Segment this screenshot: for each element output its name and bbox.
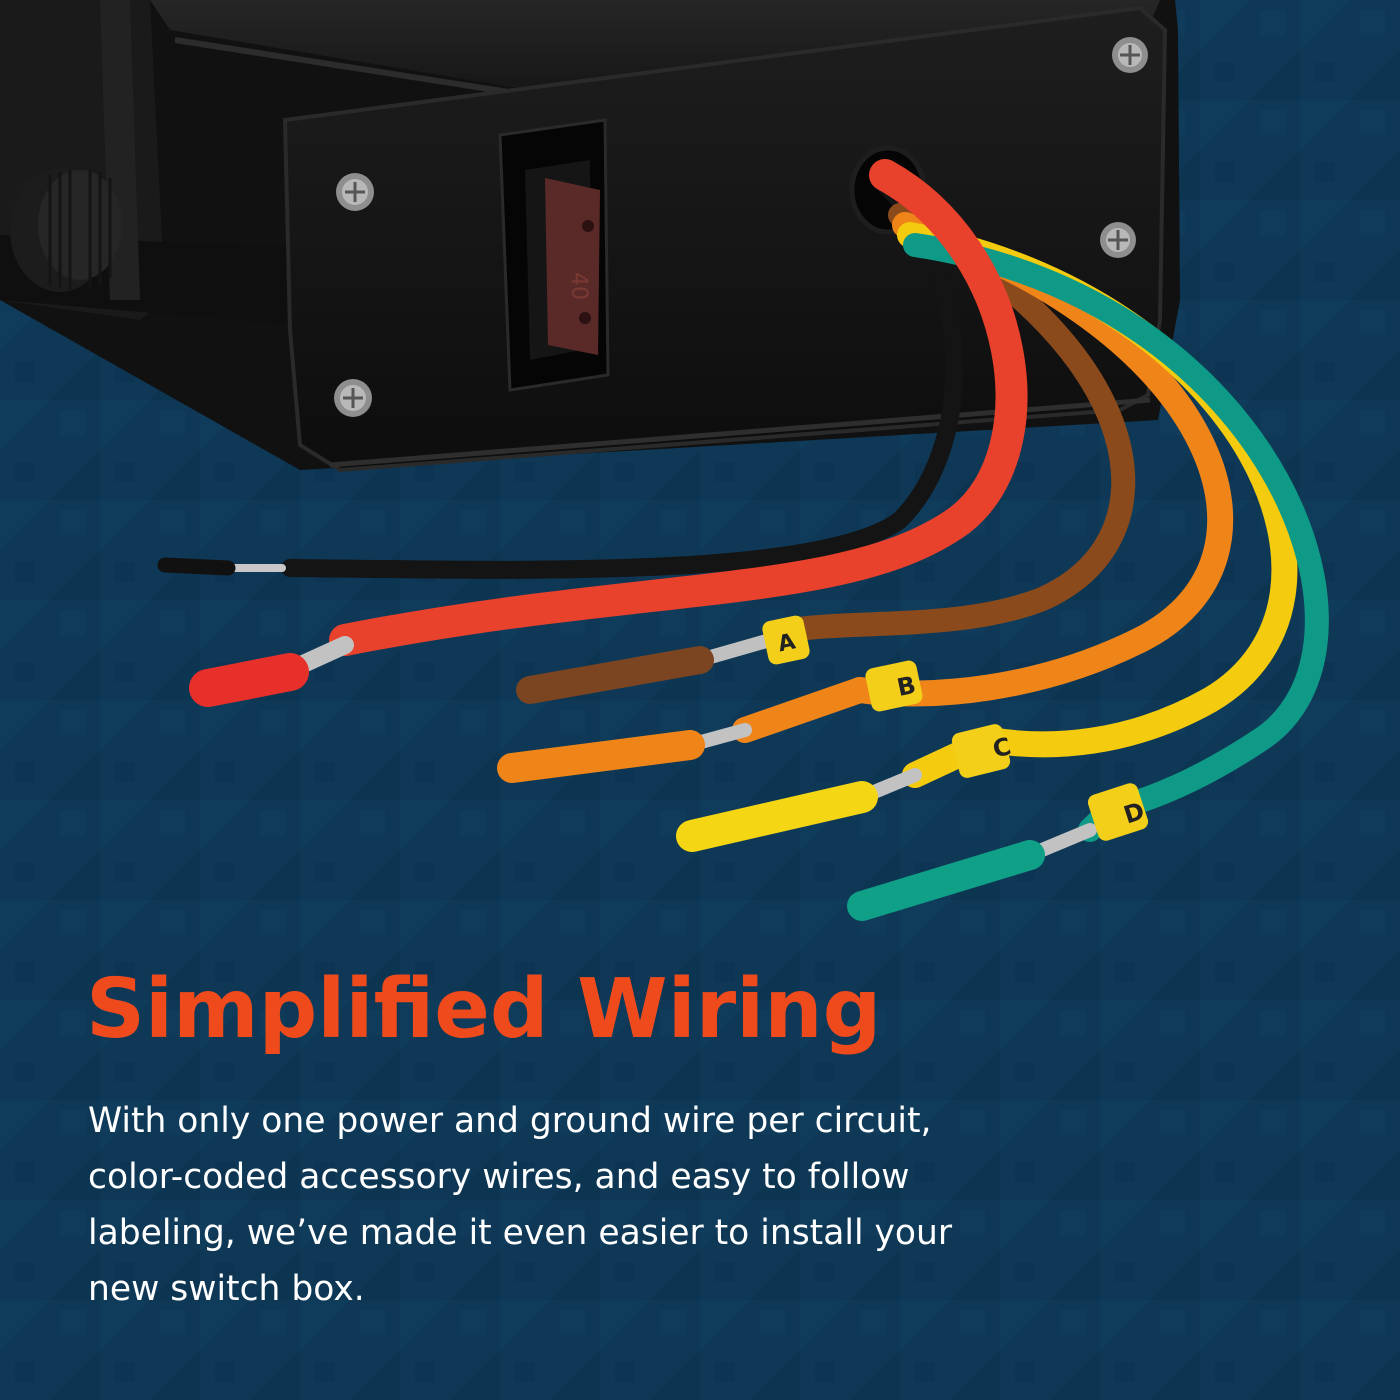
fuse-holder: 40 <box>498 118 610 392</box>
brown-wire <box>778 203 1136 642</box>
black-ground-wire <box>281 171 964 579</box>
wire-harness <box>157 159 1329 921</box>
mount-knob <box>10 168 122 292</box>
svg-text:B: B <box>895 671 919 702</box>
green-wire <box>903 233 1329 822</box>
description-line: color-coded accessory wires, and easy to… <box>88 1157 910 1197</box>
red-power-wire <box>329 159 1028 656</box>
wire-label-c: C <box>951 724 1014 778</box>
wire-label-a: A <box>762 615 810 665</box>
description-line: labeling, we’ve made it even easier to i… <box>88 1213 953 1253</box>
switch-box: 40 <box>0 0 1180 473</box>
description: With only one power and ground wire per … <box>88 1093 1268 1317</box>
screw-icon <box>334 379 372 417</box>
description-line: new switch box. <box>88 1269 365 1309</box>
orange-wire <box>847 212 1234 707</box>
wire-label-b: B <box>865 660 923 712</box>
headline: Simplified Wiring <box>86 962 882 1057</box>
screw-icon <box>336 173 374 211</box>
wire-label-d: D <box>1087 783 1149 841</box>
svg-text:A: A <box>776 629 798 657</box>
screw-icon <box>1100 222 1136 258</box>
fuse-label: 40 <box>566 272 591 300</box>
description-line: With only one power and ground wire per … <box>88 1101 932 1141</box>
svg-text:C: C <box>990 732 1014 763</box>
screw-icon <box>1112 37 1148 73</box>
